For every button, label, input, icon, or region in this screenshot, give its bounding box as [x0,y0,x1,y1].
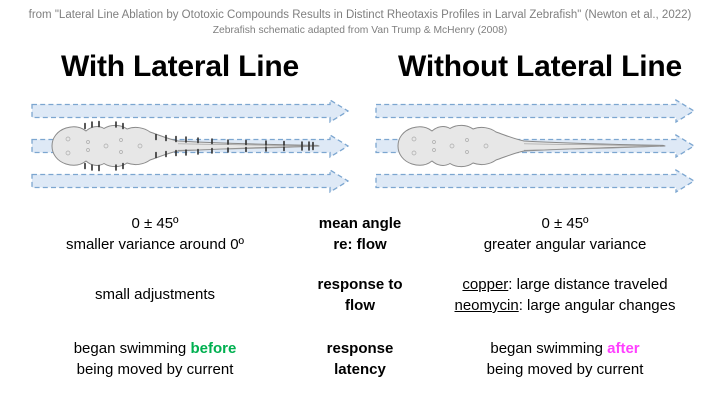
row-label-response-latency: response latency [326,339,394,378]
fish-flow-diagram [31,98,696,194]
mean-angle-left-value: 0 ± 45º [131,214,179,232]
column-titles: With Lateral Line Without Lateral Line [0,50,720,84]
header-source-line: from "Lateral Line Ablation by Ototoxic … [28,9,692,21]
zebrafish-with-lateral-line-icon [51,120,320,172]
neomycin-line: neomycin: large angular changes [454,297,676,314]
row-label-mean-angle: mean angle re: flow [318,214,402,253]
mean-angle-right-value: 0 ± 45º [541,214,589,232]
before-highlight: before [190,339,237,357]
header: from "Lateral Line Ablation by Ototoxic … [0,8,720,37]
copper-term: copper [462,275,509,293]
zebrafish-without-lateral-line-icon [397,124,666,168]
flow-arrow-icon [31,98,350,124]
cell-latency-right: began swimming after being moved by curr… [410,328,720,390]
flow-arrow-icon [375,98,696,124]
cell-mean-angle-right: 0 ± 45º greater angular variance [410,206,720,262]
cell-latency-left: began swimming before being moved by cur… [0,328,310,390]
copper-line: copper: large distance traveled [462,275,668,293]
latency-right-line2: being moved by current [486,361,644,378]
latency-left-line1: began swimming before [73,339,237,357]
title-without-lateral-line: Without Lateral Line [397,50,683,83]
row-label-response-to-flow: response to flow [317,275,403,314]
cell-response-to-flow-left: small adjustments [0,262,310,328]
flow-arrow-icon [31,168,350,194]
neuromast-marks [84,120,314,172]
response-left-note: small adjustments [94,286,216,304]
comparison-table: 0 ± 45º smaller variance around 0º mean … [0,206,720,390]
head-detail [65,136,143,156]
mean-angle-right-note: greater angular variance [483,236,647,253]
neomycin-term: neomycin [454,297,519,314]
flow-arrow-icon [375,168,696,194]
title-with-lateral-line: With Lateral Line [60,50,300,83]
header-credit-line: Zebrafish schematic adapted from Van Tru… [212,24,508,36]
mean-angle-left-note: smaller variance around 0º [65,236,245,253]
cell-mean-angle-left: 0 ± 45º smaller variance around 0º [0,206,310,262]
after-highlight: after [607,339,640,357]
cell-response-to-flow-right: copper: large distance traveled neomycin… [410,262,720,328]
head-detail [411,136,489,156]
latency-right-line1: began swimming after [490,339,640,357]
latency-left-line2: being moved by current [76,361,234,378]
